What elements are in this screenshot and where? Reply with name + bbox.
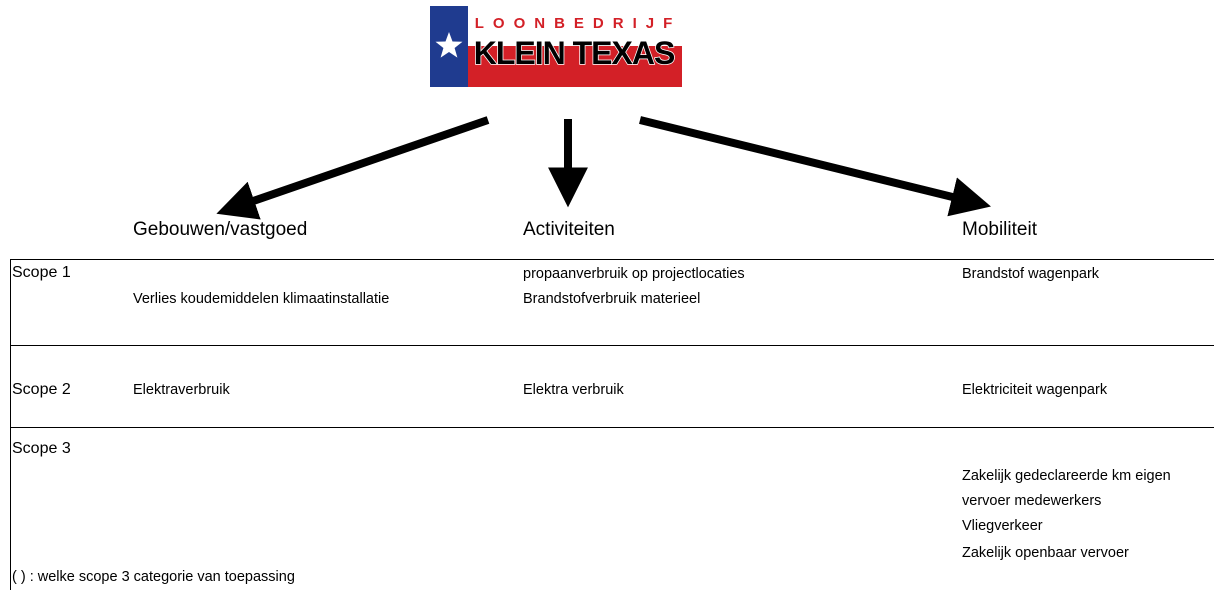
scope-3-label: Scope 3 [12,440,71,457]
logo-top-text: LOONBEDRIJF [475,15,682,32]
scope-2-mobility-item: Elektriciteit wagenpark [962,382,1108,398]
scope-3-mobility-item: Zakelijk openbaar vervoer [962,545,1129,561]
logo-red-band [468,46,682,87]
scope-1-activities-item: Brandstofverbruik materieel [523,291,701,307]
footnote: ( ) : welke scope 3 categorie van toepas… [12,569,295,585]
logo-main-text: KLEIN TEXAS [474,35,675,71]
scope-3-mobility-item: Vliegverkeer [962,518,1043,534]
scope-3-mobility-item: Zakelijk gedeclareerde km eigen [962,468,1171,484]
scope-2-activities-item: Elektra verbruik [523,382,624,398]
company-logo: LOONBEDRIJF KLEIN TEXAS [430,6,682,87]
column-header-mobility: Mobiliteit [962,219,1037,240]
scope-1-label: Scope 1 [12,264,71,281]
logo-white-band [468,6,682,46]
star-icon [435,32,463,58]
scope-divider-2 [10,427,1214,428]
scope-1-activities-item: propaanverbruik op projectlocaties [523,266,745,282]
scope-2-buildings-item: Elektraverbruik [133,382,230,398]
scope-1-buildings-item: Verlies koudemiddelen klimaatinstallatie [133,291,390,307]
scope-2-label: Scope 2 [12,381,71,398]
scope-1-mobility-item: Brandstof wagenpark [962,266,1100,282]
scope-3-mobility-item: vervoer medewerkers [962,493,1102,509]
table-left-border [10,259,11,590]
scope-divider-1 [10,345,1214,346]
column-header-activities: Activiteiten [523,219,615,240]
column-header-buildings: Gebouwen/vastgoed [133,219,308,240]
arrow-to-buildings [216,116,490,220]
arrow-to-mobility [639,116,991,217]
table-top-border [10,259,1214,260]
